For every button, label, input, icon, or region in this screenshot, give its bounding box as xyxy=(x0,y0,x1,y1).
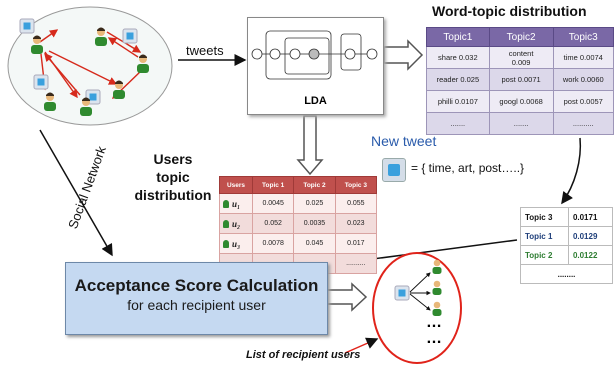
new-tweet-label: New tweet xyxy=(371,133,437,149)
ranking-row: Topic 2 0.0122 xyxy=(520,245,614,265)
recipient-ellipsis-2: … xyxy=(426,330,442,347)
topic-header: Topic2 xyxy=(488,27,554,47)
user-icon xyxy=(223,200,229,209)
ranking-score: 0.0171 xyxy=(567,207,614,227)
word-topic-row: philli 0.0107 googl 0.0068 post 0.0057 xyxy=(426,90,614,113)
user-row: u₂ 0.052 0.0035 0.023 xyxy=(219,213,378,234)
topic-prob-cell: 0.023 xyxy=(334,213,378,234)
user-name: u₂ xyxy=(232,218,241,229)
users-topic-header-row: Users Topic 1 Topic 2 Topic 3 xyxy=(219,176,378,194)
user-cell: u₂ xyxy=(219,213,253,234)
user-cell: u₃ xyxy=(219,233,253,254)
word-prob-cell: work 0.0060 xyxy=(552,68,614,91)
topic-prob-cell: 0.0035 xyxy=(293,213,336,234)
user-icon xyxy=(223,240,229,249)
ranking-score: 0.0129 xyxy=(567,226,614,246)
social-network-cluster xyxy=(5,4,176,129)
user-name: u₃ xyxy=(232,238,241,249)
user-row: u₁ 0.0045 0.025 0.055 xyxy=(219,193,378,214)
acceptance-title: Acceptance Score Calculation xyxy=(74,276,319,295)
recipient-ellipsis-1: … xyxy=(426,314,442,331)
word-prob-cell: reader 0.025 xyxy=(426,68,490,91)
tweets-label: tweets xyxy=(186,43,224,58)
user-cell: u₁ xyxy=(219,193,253,214)
topic-header: Topic 3 xyxy=(334,176,378,194)
topic-header: Topic 2 xyxy=(293,176,336,194)
lda-plate-diagram xyxy=(251,30,378,80)
users-topic-label: Users topic distribution xyxy=(134,151,212,203)
recipient-users-group: … … xyxy=(370,250,465,370)
word-prob-cell: ....... xyxy=(426,112,490,135)
word-prob-cell: post 0.0071 xyxy=(488,68,554,91)
word-prob-cell: googl 0.0068 xyxy=(488,90,554,113)
word-topic-title: Word-topic distribution xyxy=(432,3,587,19)
topic-header: Topic1 xyxy=(426,27,490,47)
user-icon xyxy=(223,220,229,229)
word-prob-cell: time 0.0074 xyxy=(552,46,614,69)
user-row: u₃ 0.0078 0.045 0.017 xyxy=(219,233,378,254)
word-prob-cell: ....... xyxy=(488,112,554,135)
ranking-score: 0.0122 xyxy=(567,245,614,265)
word-prob-cell: .......... xyxy=(552,112,614,135)
new-tweet-words: = { time, art, post…..} xyxy=(411,161,525,175)
word-prob-cell: post 0.0057 xyxy=(552,90,614,113)
topic-prob-cell: 0.0045 xyxy=(251,193,295,214)
ranking-row: Topic 1 0.0129 xyxy=(520,226,614,246)
word-prob-cell: share 0.032 xyxy=(426,46,490,69)
twitter-icon xyxy=(382,158,406,182)
word-topic-row: share 0.032 content 0.009 time 0.0074 xyxy=(426,46,614,69)
word-topic-row: ....... ....... .......... xyxy=(426,112,614,135)
word-topic-header-row: Topic1 Topic2 Topic3 xyxy=(426,27,614,47)
lda-label: LDA xyxy=(304,95,327,107)
lda-box: LDA xyxy=(247,17,384,115)
ranking-topic: Topic 3 xyxy=(520,207,569,227)
acceptance-subtitle: for each recipient user xyxy=(127,297,266,313)
topic-prob-cell: 0.045 xyxy=(293,233,336,254)
tweet-topic-ranking: Topic 3 0.0171 Topic 1 0.0129 Topic 2 0.… xyxy=(520,207,614,284)
ranking-row: ........ xyxy=(520,264,613,284)
word-topic-table: Topic1 Topic2 Topic3 share 0.032 content… xyxy=(426,27,614,135)
users-header: Users xyxy=(219,176,253,194)
recipient-users-graphic xyxy=(372,252,462,364)
topic-prob-cell: 0.0078 xyxy=(251,233,295,254)
social-network-graphic xyxy=(7,6,173,126)
topic-header: Topic3 xyxy=(552,27,614,47)
topic-prob-cell: 0.025 xyxy=(293,193,336,214)
ranking-ellipsis: ........ xyxy=(520,264,613,284)
topic-prob-cell: .......... xyxy=(334,253,378,274)
word-prob-cell: content 0.009 xyxy=(488,46,554,69)
word-topic-row: reader 0.025 post 0.0071 work 0.0060 xyxy=(426,68,614,91)
ranking-row: Topic 3 0.0171 xyxy=(520,207,614,227)
topic-header: Topic 1 xyxy=(251,176,295,194)
user-name: u₁ xyxy=(232,198,241,209)
recipient-list-label: List of recipient users xyxy=(246,349,361,361)
topic-prob-cell: 0.052 xyxy=(251,213,295,234)
ranking-topic: Topic 1 xyxy=(520,226,569,246)
ranking-topic: Topic 2 xyxy=(520,245,569,265)
users-topic-table: Users Topic 1 Topic 2 Topic 3 u₁ 0.0045 … xyxy=(219,176,378,274)
word-prob-cell: philli 0.0107 xyxy=(426,90,490,113)
topic-prob-cell: 0.055 xyxy=(334,193,378,214)
acceptance-score-box: Acceptance Score Calculation for each re… xyxy=(65,262,328,335)
